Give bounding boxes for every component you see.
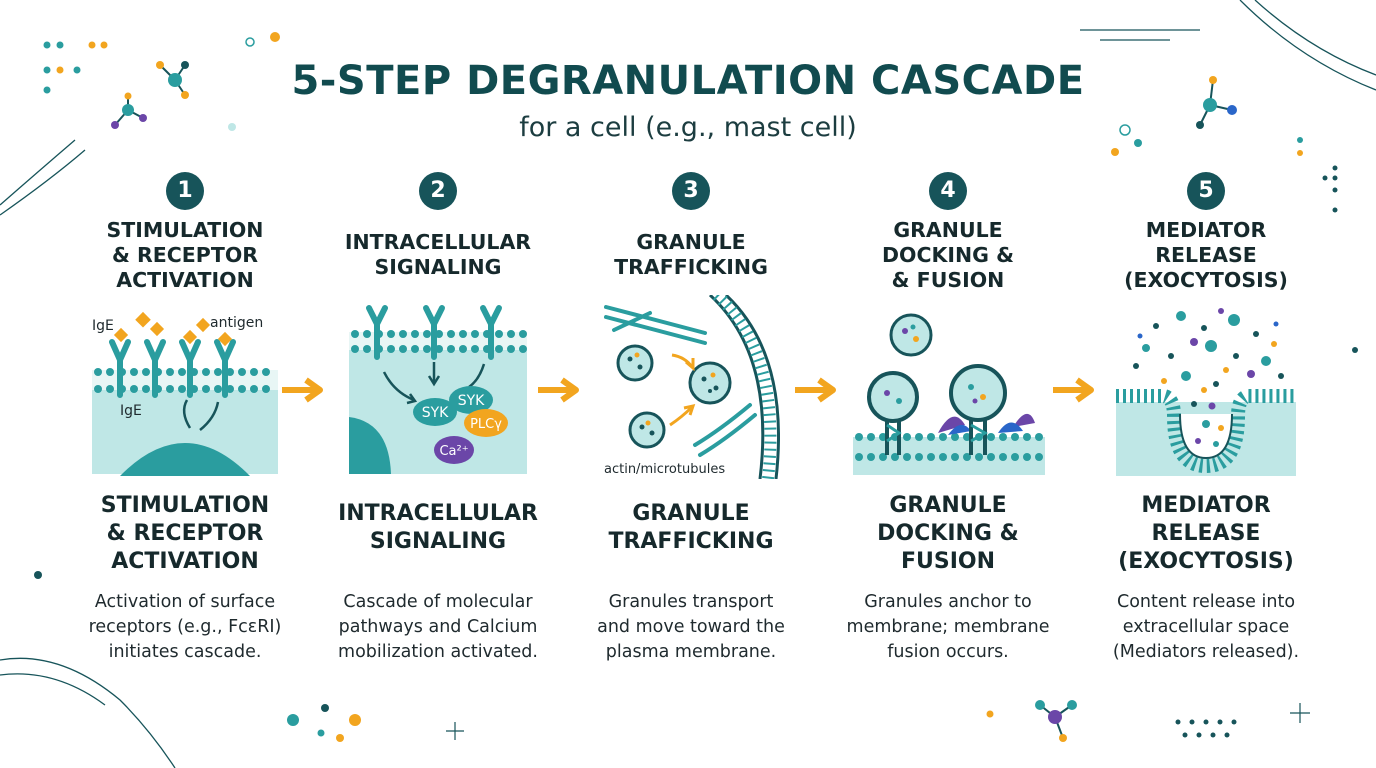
step-heading: INTRACELLULAR SIGNALING bbox=[344, 230, 532, 279]
arrow-right-icon bbox=[538, 377, 579, 403]
actin-microtubules-label: actin/microtubules bbox=[604, 462, 725, 477]
step-number-badge: 4 bbox=[929, 172, 967, 210]
step-description: Granules anchor to membrane; membrane fu… bbox=[846, 592, 1050, 662]
step-caption-heading: GRANULE DOCKING & FUSION bbox=[877, 493, 1019, 574]
step-number-badge: 1 bbox=[166, 172, 204, 210]
intracellular-signaling-illustration: SYK SYK PLCγ Ca²⁺ bbox=[349, 305, 527, 474]
step-description: Granules transport and move toward the p… bbox=[597, 592, 785, 662]
ige-label: IgE bbox=[92, 318, 114, 334]
molecule-icon bbox=[156, 61, 189, 99]
syk-label: SYK bbox=[458, 393, 485, 409]
page-title: 5-STEP DEGRANULATION CASCADE bbox=[291, 58, 1085, 104]
receptor-activation-illustration: IgE antigen IgE bbox=[92, 311, 278, 476]
arrow-right-icon bbox=[282, 377, 323, 403]
step-description: Cascade of molecular pathways and Calciu… bbox=[338, 592, 538, 662]
antigen-label: antigen bbox=[210, 315, 263, 331]
sparkle-icon bbox=[1290, 703, 1310, 723]
arrow-right-icon bbox=[1053, 377, 1094, 403]
step-caption-heading: INTRACELLULAR SIGNALING bbox=[338, 501, 538, 554]
molecule-icon bbox=[1196, 76, 1237, 129]
docking-fusion-illustration bbox=[853, 313, 1045, 475]
sparkle-icon bbox=[446, 722, 464, 740]
plc-gamma-label: PLCγ bbox=[470, 417, 502, 432]
step-description: Activation of surface receptors (e.g., F… bbox=[88, 592, 282, 662]
step-heading: GRANULE DOCKING & & FUSION bbox=[882, 218, 1014, 292]
arrow-right-icon bbox=[795, 377, 836, 403]
calcium-label: Ca²⁺ bbox=[439, 444, 468, 459]
step-caption-heading: MEDIATOR RELEASE (EXOCYTOSIS) bbox=[1118, 493, 1294, 574]
page-subtitle: for a cell (e.g., mast cell) bbox=[519, 112, 857, 143]
step-caption-heading: GRANULE TRAFFICKING bbox=[608, 501, 774, 554]
step-heading: MEDIATOR RELEASE (EXOCYTOSIS) bbox=[1124, 218, 1288, 292]
granule-trafficking-illustration: actin/microtubules bbox=[604, 295, 780, 479]
molecule-icon bbox=[111, 92, 147, 129]
ige-label: IgE bbox=[120, 403, 142, 419]
syk-label: SYK bbox=[422, 405, 449, 421]
step-heading: STIMULATION & RECEPTOR ACTIVATION bbox=[106, 218, 264, 292]
step-description: Content release into extracellular space… bbox=[1112, 592, 1300, 662]
exocytosis-illustration bbox=[1116, 308, 1296, 476]
step-heading: GRANULE TRAFFICKING bbox=[614, 230, 768, 279]
step-number-badge: 2 bbox=[419, 172, 457, 210]
molecule-icon bbox=[1035, 700, 1077, 742]
step-number-badge: 3 bbox=[672, 172, 710, 210]
step-number-badge: 5 bbox=[1187, 172, 1225, 210]
step-caption-heading: STIMULATION & RECEPTOR ACTIVATION bbox=[100, 493, 270, 574]
